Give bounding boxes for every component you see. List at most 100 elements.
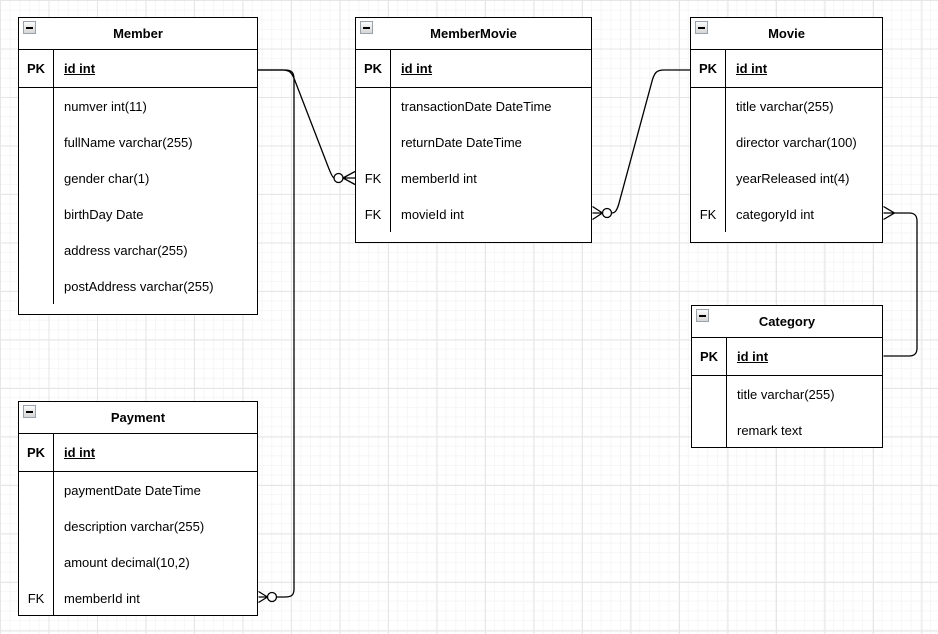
row-key-label [19, 196, 54, 232]
relation-line[interactable] [883, 212, 918, 357]
collapse-icon[interactable] [23, 21, 36, 34]
row-key-label: FK [19, 580, 54, 615]
row-key-label [692, 412, 727, 447]
entity-rows: PK id int transactionDate DateTime retur… [356, 50, 591, 242]
table-row[interactable]: FK categoryId int [691, 196, 882, 232]
minus-icon [26, 410, 33, 413]
row-key-label [19, 160, 54, 196]
relation-line[interactable] [611, 69, 691, 214]
entity-title: Payment [110, 410, 166, 425]
entity-title: Category [758, 314, 816, 329]
row-key-label [19, 232, 54, 268]
relation-line[interactable] [258, 69, 335, 179]
row-key-label [19, 508, 54, 544]
row-field-label: gender char(1) [64, 170, 150, 186]
table-row[interactable]: FK movieId int [356, 196, 591, 232]
row-field-label: remark text [737, 422, 803, 438]
entity-header[interactable]: Payment [19, 402, 257, 434]
row-key-label [692, 376, 727, 412]
table-row[interactable]: description varchar(255) [19, 508, 257, 544]
collapse-icon[interactable] [23, 405, 36, 418]
minus-icon [363, 26, 370, 29]
table-row[interactable]: postAddress varchar(255) [19, 268, 257, 304]
zero-circle-marker [601, 207, 613, 219]
row-field-label: id int [64, 61, 96, 76]
row-field-label: amount decimal(10,2) [64, 554, 190, 570]
row-field-label: memberId int [401, 170, 477, 186]
entity-header[interactable]: Category [692, 306, 882, 338]
row-field-label: director varchar(100) [736, 134, 857, 150]
row-key-label [691, 124, 726, 160]
row-key-label: PK [19, 434, 54, 471]
table-row[interactable]: PK id int [691, 50, 882, 88]
row-field-label: movieId int [401, 206, 464, 222]
row-field-label: paymentDate DateTime [64, 482, 201, 498]
entity-header[interactable]: Member [19, 18, 257, 50]
entity-rows: PK id int title varchar(255) remark text [692, 338, 882, 447]
table-row[interactable]: returnDate DateTime [356, 124, 591, 160]
row-key-label [691, 88, 726, 124]
relation-member-payment[interactable] [258, 69, 295, 604]
table-row[interactable]: yearReleased int(4) [691, 160, 882, 196]
table-row[interactable]: FK memberId int [19, 580, 257, 615]
row-key-label [19, 124, 54, 160]
table-row[interactable]: fullName varchar(255) [19, 124, 257, 160]
table-row[interactable]: remark text [692, 412, 882, 447]
table-row[interactable]: title varchar(255) [692, 376, 882, 412]
entity-table-category[interactable]: Category PK id int title varchar(255) re… [691, 305, 883, 448]
relation-member-membermovie[interactable] [258, 69, 356, 186]
entity-header[interactable]: MemberMovie [356, 18, 591, 50]
crows-foot-marker [258, 590, 268, 604]
row-key-label: FK [356, 196, 391, 232]
row-key-label [356, 88, 391, 124]
table-row[interactable]: paymentDate DateTime [19, 472, 257, 508]
table-row[interactable]: PK id int [356, 50, 591, 88]
row-field-label: transactionDate DateTime [401, 98, 552, 114]
row-key-label: PK [356, 50, 391, 87]
entity-title: MemberMovie [430, 26, 517, 41]
entity-header[interactable]: Movie [691, 18, 882, 50]
table-row[interactable]: FK memberId int [356, 160, 591, 196]
zero-circle-marker [333, 172, 344, 184]
collapse-icon[interactable] [360, 21, 373, 34]
row-key-label [19, 268, 54, 304]
row-field-label: id int [737, 349, 769, 364]
row-field-label: address varchar(255) [64, 242, 188, 258]
table-row[interactable]: PK id int [19, 50, 257, 88]
table-row[interactable]: director varchar(100) [691, 124, 882, 160]
table-row[interactable]: transactionDate DateTime [356, 88, 591, 124]
row-field-label: categoryId int [736, 206, 815, 222]
table-row[interactable]: gender char(1) [19, 160, 257, 196]
entity-rows: PK id int title varchar(255) director va… [691, 50, 882, 242]
row-field-label: id int [401, 61, 433, 76]
row-key-label [19, 544, 54, 580]
entity-table-member[interactable]: Member PK id int numver int(11) fullName… [18, 17, 258, 315]
row-field-label: id int [64, 445, 96, 460]
table-row[interactable]: amount decimal(10,2) [19, 544, 257, 580]
collapse-icon[interactable] [695, 21, 708, 34]
table-row[interactable]: address varchar(255) [19, 232, 257, 268]
row-field-label: postAddress varchar(255) [64, 278, 214, 294]
relation-line[interactable] [258, 69, 295, 598]
row-key-label [19, 472, 54, 508]
table-row[interactable]: PK id int [19, 434, 257, 472]
table-row[interactable]: PK id int [692, 338, 882, 376]
row-field-label: title varchar(255) [737, 386, 835, 402]
row-key-label [691, 160, 726, 196]
row-field-label: description varchar(255) [64, 518, 205, 534]
relation-movie-membermovie[interactable] [592, 69, 691, 221]
relation-category-movie[interactable] [883, 205, 918, 357]
entity-rows: PK id int numver int(11) fullName varcha… [19, 50, 257, 314]
row-field-label: memberId int [64, 590, 140, 606]
crows-foot-marker [883, 205, 895, 221]
table-row[interactable]: birthDay Date [19, 196, 257, 232]
entity-table-membermovie[interactable]: MemberMovie PK id int transactionDate Da… [355, 17, 592, 243]
table-row[interactable]: numver int(11) [19, 88, 257, 124]
crows-foot-marker [342, 170, 356, 186]
table-row[interactable]: title varchar(255) [691, 88, 882, 124]
row-key-label: FK [356, 160, 391, 196]
collapse-icon[interactable] [696, 309, 709, 322]
entity-table-payment[interactable]: Payment PK id int paymentDate DateTime d… [18, 401, 258, 616]
entity-table-movie[interactable]: Movie PK id int title varchar(255) direc… [690, 17, 883, 243]
